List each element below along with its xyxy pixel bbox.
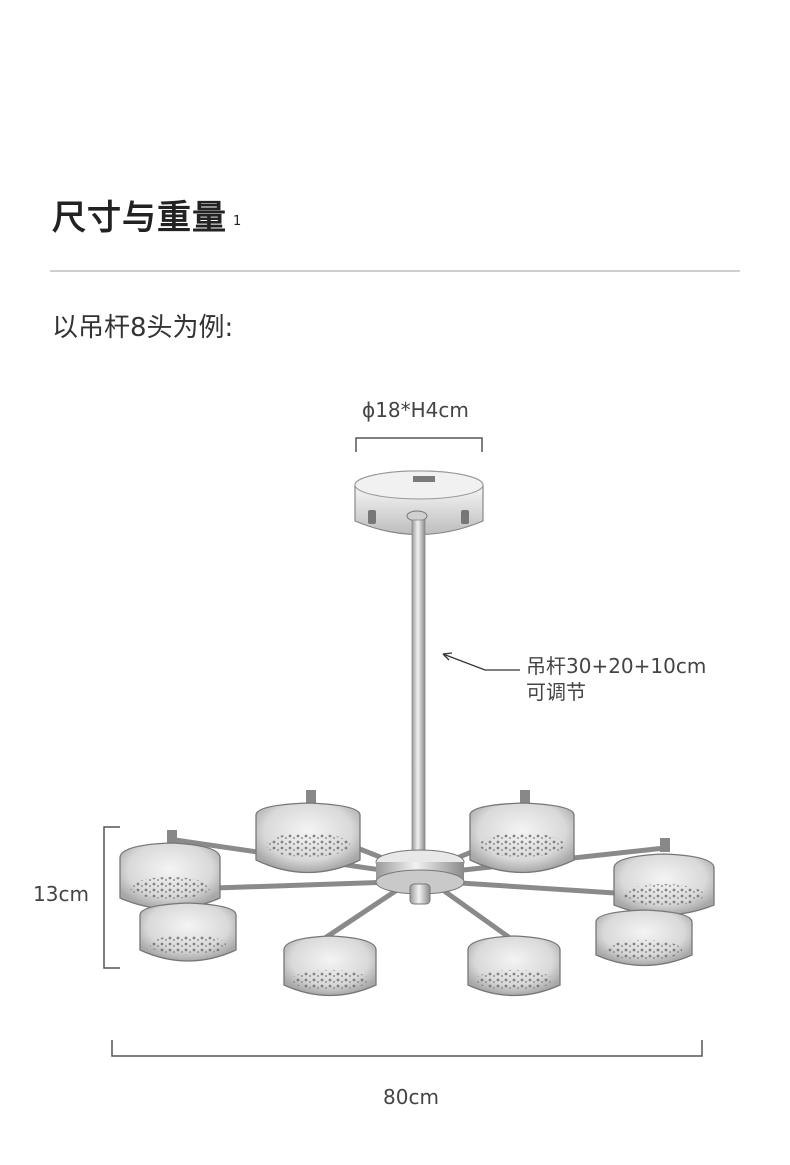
height-dimension-bracket xyxy=(103,826,120,969)
section-title: 尺寸与重量 1 xyxy=(52,196,242,240)
shade-back-right xyxy=(469,790,575,874)
canopy-dimension-label: ϕ18*H4cm xyxy=(362,398,469,422)
section-title-text: 尺寸与重量 xyxy=(52,198,227,238)
shade-far-right xyxy=(613,838,715,916)
glass-shades xyxy=(119,790,715,997)
width-dimension-bracket xyxy=(111,1040,703,1057)
rod-length-label: 吊杆30+20+10cm xyxy=(526,654,707,678)
shade-back-left xyxy=(255,790,361,874)
height-dimension-label: 13cm xyxy=(33,882,89,906)
shade-right-lower xyxy=(595,909,693,967)
width-dimension-label: 80cm xyxy=(383,1085,439,1109)
shade-front-left xyxy=(283,935,377,997)
footnote-marker: 1 xyxy=(233,214,243,229)
rod-adjustable-label: 可调节 xyxy=(526,680,586,704)
shade-far-left xyxy=(119,830,221,910)
example-caption: 以吊杆8头为例: xyxy=(52,313,234,343)
shade-front-right xyxy=(467,935,561,997)
canopy-dimension-bracket xyxy=(355,437,483,452)
ceiling-canopy xyxy=(354,470,484,536)
shade-left-lower xyxy=(139,902,237,962)
suspension-rod xyxy=(411,519,426,853)
chandelier-hub xyxy=(375,849,465,905)
rod-pointer-arrow xyxy=(442,652,520,671)
title-divider xyxy=(50,270,740,272)
